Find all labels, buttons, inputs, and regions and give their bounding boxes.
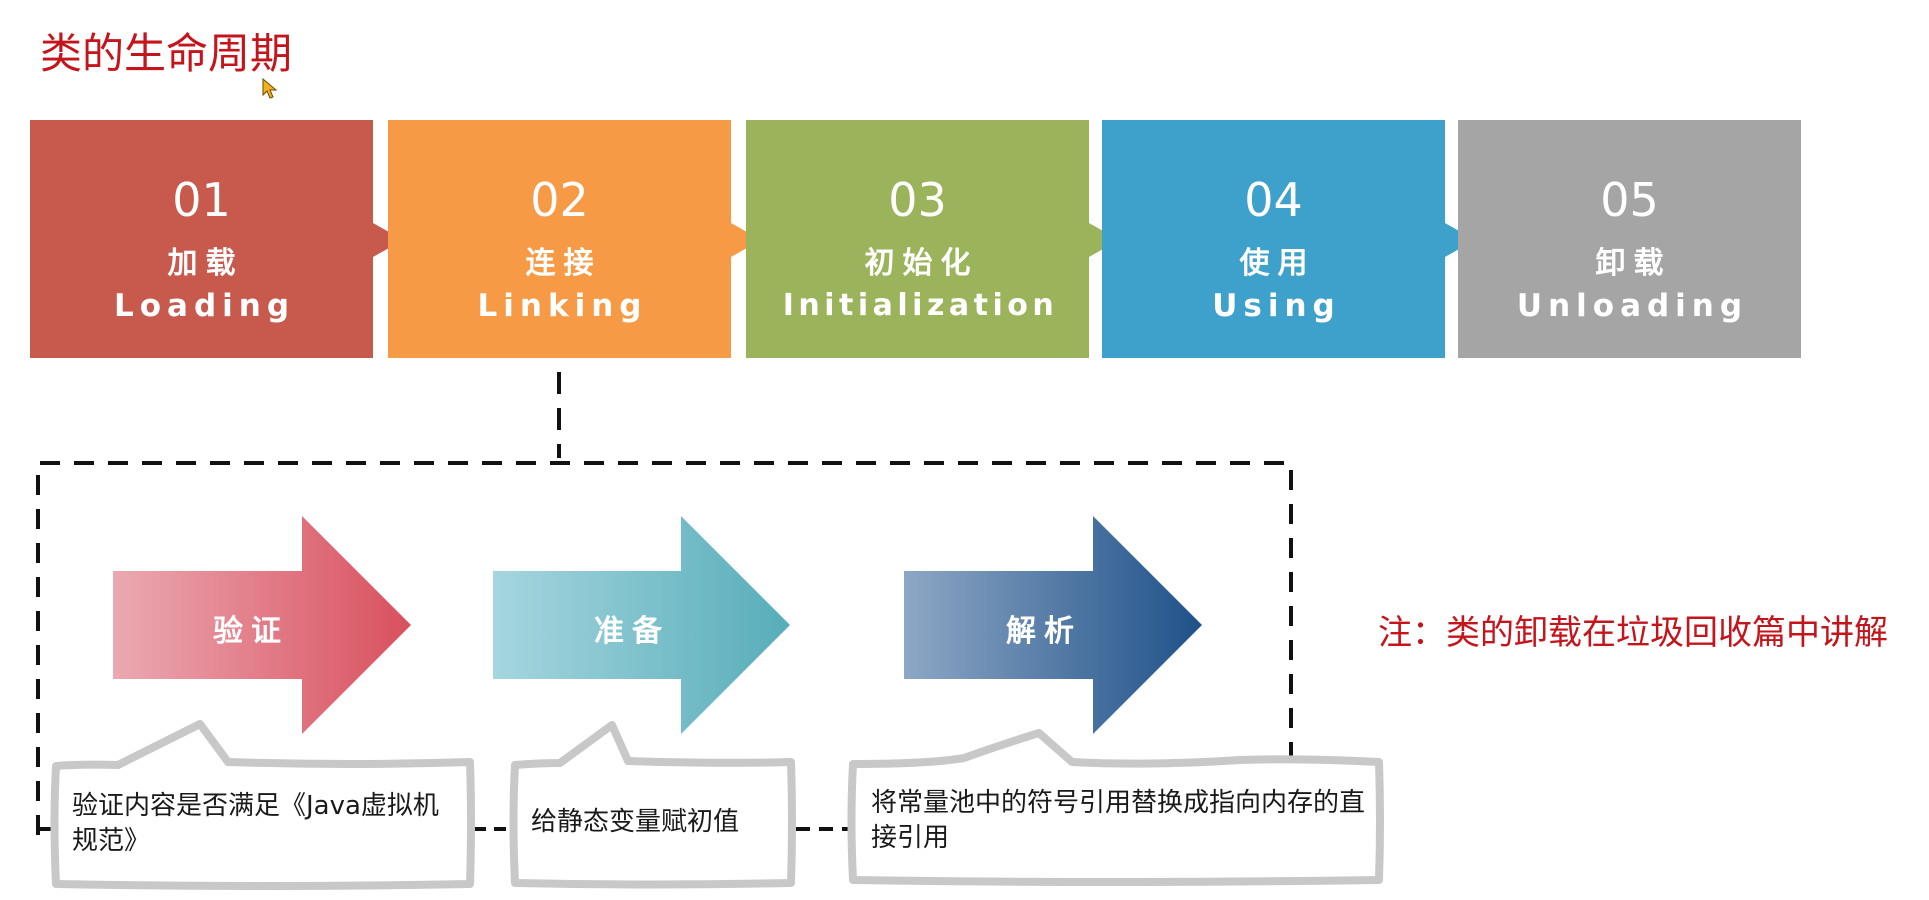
stage-name-en: Linking — [477, 288, 648, 324]
stage-number: 05 — [1600, 173, 1659, 227]
stage-linking: 02 连接 Linking — [388, 120, 761, 358]
arrow-verify — [113, 516, 411, 734]
stage-name-cn: 卸载 — [1595, 246, 1672, 281]
linking-group-dashed-border — [36, 461, 1293, 835]
callout-text-verify: 验证内容是否满足《Java虚拟机规范》 — [72, 791, 439, 856]
arrow-resolve — [904, 516, 1202, 734]
stage-name-en: Unloading — [1516, 288, 1749, 324]
stage-name-en: Loading — [113, 288, 296, 324]
callout-bubble-verify — [50, 720, 475, 890]
stage-name-en: Initialization — [782, 288, 1059, 323]
arrow-label-verify: 验证 — [213, 614, 289, 649]
arrow-label-prepare: 准备 — [594, 614, 670, 649]
stage-number: 04 — [1244, 173, 1303, 227]
page-title: 类的生命周期 — [40, 29, 293, 78]
stage-number: 01 — [172, 173, 231, 227]
stage-name-cn: 连接 — [525, 246, 602, 281]
stage-name-cn: 初始化 — [864, 246, 979, 281]
stage-using: 04 使用 Using — [1102, 120, 1475, 358]
stage-loading: 01 加载 Loading — [30, 120, 403, 358]
stage-name-en: Using — [1212, 288, 1341, 324]
arrow-prepare — [493, 516, 790, 734]
stage-name-cn: 加载 — [167, 246, 244, 281]
stage-number: 02 — [530, 173, 589, 227]
callout-bubble-prepare — [509, 721, 796, 889]
stage-name-cn: 使用 — [1239, 246, 1316, 281]
stage-unloading: 05 卸载 Unloading — [1458, 120, 1801, 358]
callout-text-prepare: 给静态变量赋初值 — [531, 807, 740, 837]
mouse-pointer-icon — [262, 78, 278, 99]
callout-bubble-resolve — [847, 729, 1384, 886]
stage-number: 03 — [888, 173, 947, 227]
unloading-note: 注：类的卸载在垃圾回收篇中讲解 — [1378, 613, 1888, 653]
arrow-label-resolve: 解析 — [1006, 614, 1082, 649]
callout-text-resolve: 将常量池中的符号引用替换成指向内存的直接引用 — [871, 788, 1366, 853]
